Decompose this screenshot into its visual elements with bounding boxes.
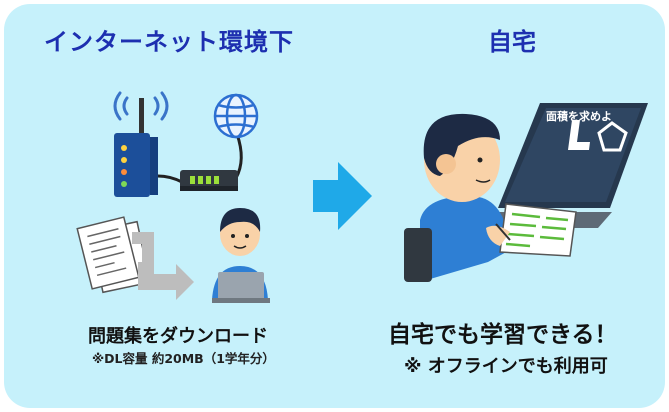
l-shape-icon: [568, 120, 590, 150]
globe-icon: [213, 93, 259, 139]
arrow-right-icon: [313, 162, 372, 230]
person-icon: [404, 113, 510, 282]
home-study-caption: 自宅でも学習できる！: [388, 322, 618, 348]
download-caption: 問題集をダウンロード: [88, 326, 268, 347]
screen-problem-text: 面積を求めよ: [546, 110, 612, 123]
offline-note: ※ オフラインでも利用可: [404, 356, 608, 377]
tablet-icon: [486, 203, 577, 257]
arrow-right-icon: [138, 262, 194, 300]
laptop-icon: [212, 272, 270, 303]
pentagon-icon: [597, 121, 628, 152]
wifi-signal-icon: [113, 91, 169, 121]
internet-heading: インターネット環境下: [44, 28, 294, 56]
router-icon: [114, 98, 158, 197]
modem-icon: [180, 170, 238, 191]
home-heading: 自宅: [488, 28, 536, 56]
download-size-note: ※DL容量 約20MB（1学年分）: [92, 351, 275, 366]
